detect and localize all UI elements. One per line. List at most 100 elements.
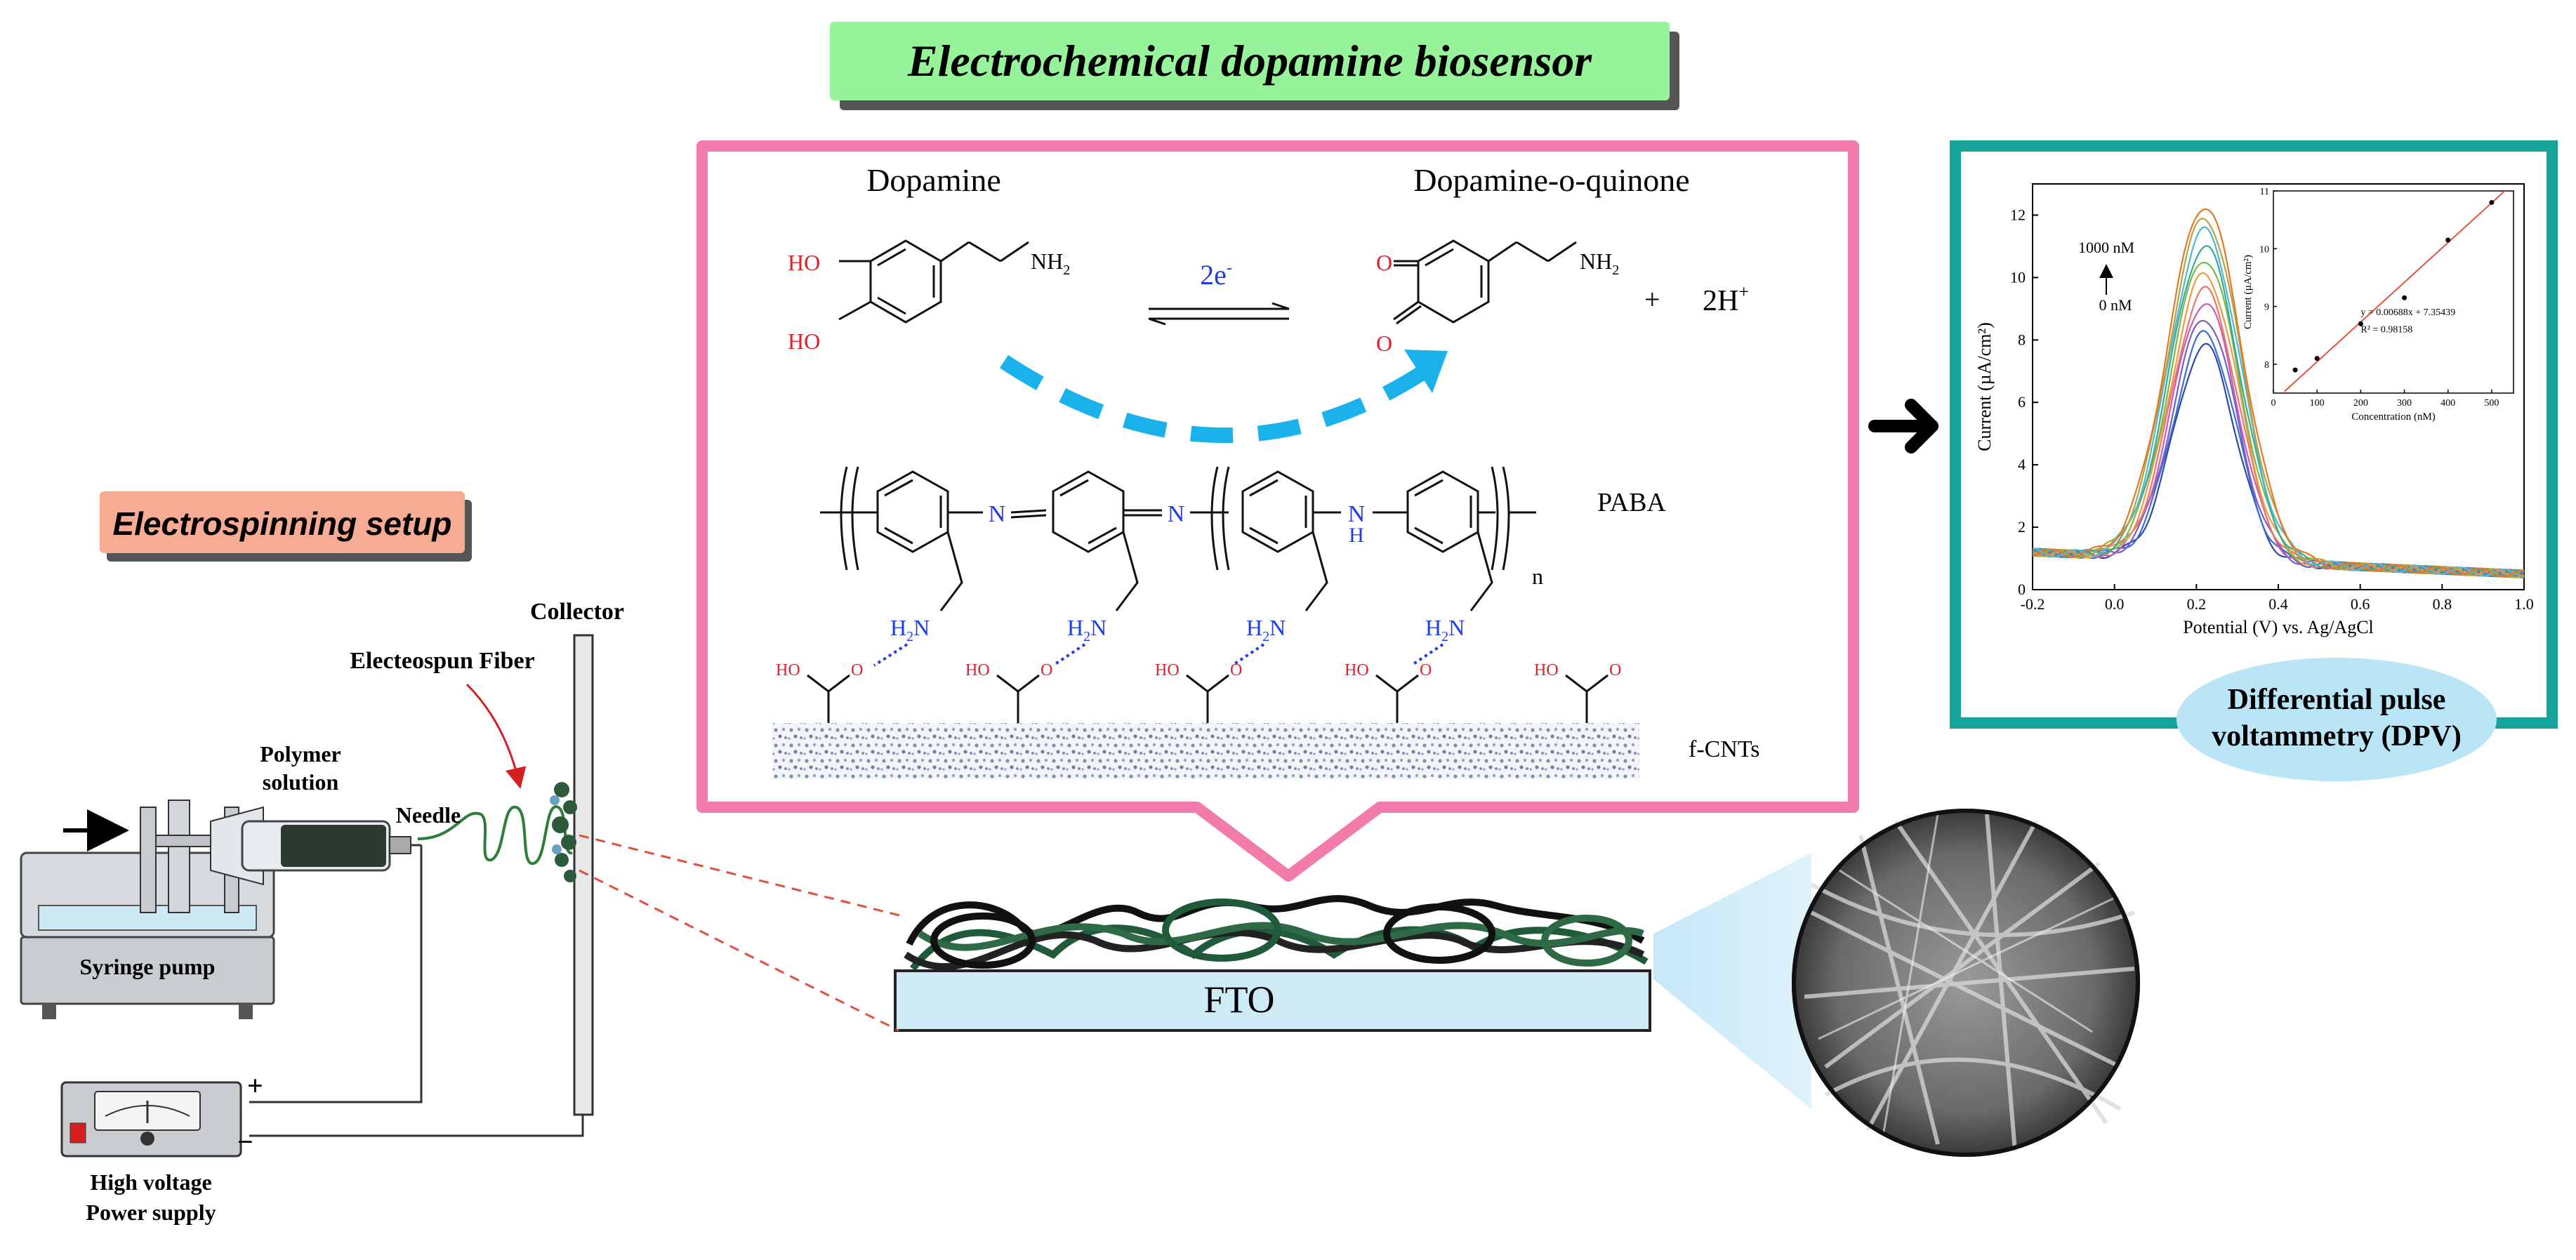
acid-o-5: O — [1609, 661, 1621, 679]
inset-y-tick-label: 9 — [2264, 303, 2269, 313]
acid-ho-2: HO — [965, 661, 990, 679]
acid-o-2: O — [1041, 661, 1052, 679]
result-arrow — [1868, 399, 1938, 453]
setup-title: Electrospinning setup — [112, 505, 451, 542]
inset-x-tick-label: 0 — [2271, 398, 2276, 409]
y-axis-label: Current (µA/cm²) — [1974, 322, 1995, 451]
y-tick-label: 6 — [2018, 393, 2026, 411]
x-tick-label: 0.6 — [2351, 595, 2370, 613]
dpv-curve — [2032, 208, 2525, 578]
dopamine-label: Dopamine — [866, 162, 1001, 198]
electron-label: 2e- — [1200, 259, 1232, 291]
fiber-deposit — [550, 782, 577, 882]
electron-transfer-arrowhead — [1404, 350, 1448, 393]
inset-point — [2292, 367, 2298, 373]
fiber-mat — [904, 895, 1649, 971]
acid-o-3: O — [1230, 661, 1242, 679]
nh2-right: NH2 — [1580, 248, 1619, 278]
sem-image — [1792, 809, 2140, 1157]
ho-bottom: HO — [788, 329, 820, 354]
acid-o-4: O — [1420, 661, 1432, 679]
title-bg — [830, 22, 1670, 100]
x-tick-label: 0.4 — [2268, 595, 2288, 613]
inset-y-axis-label: Current (µA/cm²) — [2243, 255, 2254, 329]
dopamine-structure — [838, 239, 1029, 324]
main-title-badge: Electrochemical dopamine biosensor — [830, 22, 1679, 110]
pump-label: Syringe pump — [80, 954, 216, 979]
acid-ho-1: HO — [776, 661, 800, 679]
dpv-curve — [2032, 245, 2525, 578]
power-label-2: Power supply — [86, 1200, 216, 1225]
electron-transfer-arrow — [999, 354, 1434, 444]
syringe-pump — [20, 800, 275, 1019]
hydrogen-bonds — [873, 643, 1444, 667]
inset-x-tick-label: 300 — [2397, 398, 2412, 409]
dpv-caption-2: voltammetry (DPV) — [2212, 720, 2462, 752]
inset-y-tick-label: 11 — [2260, 187, 2269, 197]
inset-point — [2489, 199, 2495, 205]
inset-x-tick-label: 200 — [2353, 398, 2368, 409]
repeat-n: n — [1532, 564, 1543, 589]
y-tick-label: 0 — [2018, 581, 2026, 598]
polymer-label-1: Polymer — [260, 741, 341, 767]
fto-electrode — [894, 969, 1651, 1032]
dpv-caption-1: Differential pulse — [2228, 684, 2446, 716]
side-nh2-3: H2N — [1246, 615, 1286, 644]
main-title: Electrochemical dopamine biosensor — [907, 36, 1592, 86]
acid-ho-5: HO — [1534, 661, 1559, 679]
inset-fit-line — [2283, 190, 2506, 392]
fiber-label: Electeospun Fiber — [350, 648, 534, 674]
y-tick-label: 2 — [2018, 518, 2026, 536]
inset-point — [2402, 295, 2407, 300]
acid-ho-3: HO — [1155, 661, 1180, 679]
inset-point — [2445, 237, 2451, 243]
fto-label: FTO — [1203, 979, 1274, 1021]
imine-n-1: N — [989, 501, 1006, 527]
x-tick-label: 0.0 — [2105, 595, 2125, 613]
acid-ho-4: HO — [1345, 661, 1369, 679]
o-top: O — [1376, 250, 1392, 275]
ho-top: HO — [788, 250, 820, 275]
inset-x-tick-label: 500 — [2484, 398, 2499, 409]
needle-label: Needle — [396, 802, 461, 828]
x-tick-label: -0.2 — [2021, 595, 2045, 613]
y-tick-label: 10 — [2010, 268, 2026, 286]
power-supply — [60, 1081, 242, 1158]
inset-y-tick-label: 10 — [2259, 244, 2269, 255]
quinone-label: Dopamine-o-quinone — [1413, 162, 1689, 198]
paba-polymer — [820, 466, 1536, 611]
side-nh2-1: H2N — [890, 615, 930, 644]
x-tick-label: 0.2 — [2187, 595, 2207, 613]
paba-label: PABA — [1597, 488, 1666, 517]
power-label-1: High voltage — [90, 1169, 211, 1195]
wires — [249, 845, 584, 1137]
y-tick-label: 12 — [2010, 206, 2026, 223]
inset-x-tick-label: 100 — [2310, 398, 2325, 409]
annotation-bottom: 0 nM — [2099, 296, 2132, 314]
polymer-label-2: solution — [263, 769, 339, 795]
dpv-caption-bubble — [2177, 658, 2497, 781]
imine-n-2: N — [1168, 501, 1185, 527]
collector-label: Collector — [530, 599, 624, 625]
nh2-left: NH2 — [1031, 248, 1070, 278]
o-bottom: O — [1376, 331, 1392, 356]
fit-equation: y = 0.00688x + 7.35439 — [2360, 307, 2455, 318]
collector-plate — [573, 634, 594, 1116]
inset-x-axis-label: Concentration (nM) — [2351, 411, 2436, 423]
fit-r-squared: R² = 0.98158 — [2360, 325, 2412, 336]
amine-h: H — [1349, 524, 1364, 547]
inset-point — [2314, 356, 2320, 362]
x-tick-label: 0.8 — [2433, 595, 2452, 613]
sem-zoom-fan — [1653, 853, 1811, 1109]
plus-sign: + — [1644, 284, 1660, 315]
cnt-label: f-CNTs — [1689, 736, 1760, 762]
x-tick-label: 1.0 — [2514, 595, 2534, 613]
side-nh2-2: H2N — [1067, 615, 1107, 644]
plus-terminal: + — [247, 1070, 263, 1101]
minus-terminal: − — [237, 1126, 253, 1158]
protons-label: 2H+ — [1703, 281, 1749, 317]
syringe — [241, 820, 421, 872]
setup-title-badge: Electrospinning setup — [100, 491, 472, 562]
